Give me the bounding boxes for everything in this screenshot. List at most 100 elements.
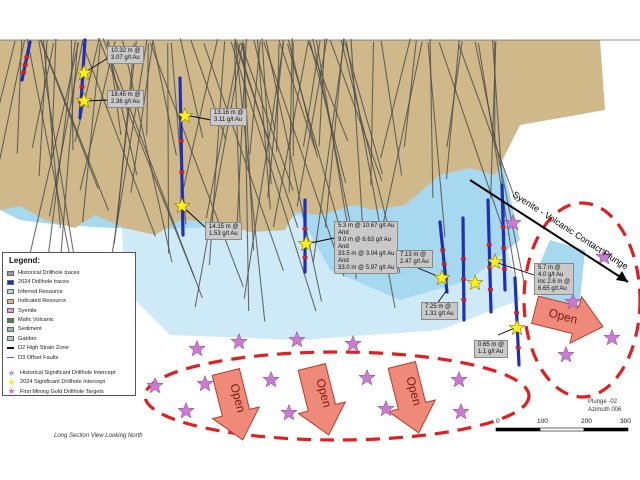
target-star (177, 401, 195, 419)
historical-drill-trace (278, 40, 316, 149)
open-arrow (211, 368, 261, 441)
legend-item-label: Gabbro (18, 335, 37, 342)
intercept-star (75, 92, 93, 109)
historical-drill-trace (82, 43, 101, 223)
legend-item: Indicated Resource (7, 297, 66, 305)
drill-intercept-mark (515, 346, 521, 350)
drill-intercept-mark (514, 311, 520, 315)
scale-bar-segment (539, 427, 585, 432)
target-star (262, 370, 280, 388)
target-star (196, 374, 214, 392)
target-star (188, 339, 206, 357)
drill-intercept-mark (24, 55, 30, 59)
legend-item: ★2024 Significant Drillhole Intercept (7, 376, 104, 387)
open-arrow-shape (531, 295, 604, 345)
scale-bar-segment (495, 427, 541, 432)
target-star (603, 328, 621, 346)
historical-drill-trace (307, 40, 349, 142)
historical-drill-trace (230, 41, 317, 312)
legend-item: Historical Drillhole traces (7, 269, 80, 277)
legend-star-icon: ★ (7, 367, 16, 378)
intercept-star (433, 269, 451, 286)
historical-drill-trace (236, 38, 247, 226)
historical-drill-trace (40, 39, 110, 211)
view-direction-note: Long Section View Looking North (54, 433, 143, 439)
historical-drill-trace (429, 39, 434, 198)
drill-intercept-mark (461, 277, 467, 281)
intercept-star (486, 253, 504, 270)
historical-drill-trace (167, 43, 170, 254)
historical-drill-trace (380, 41, 423, 236)
target-stars (146, 213, 621, 421)
historical-drill-trace (288, 38, 293, 193)
historical-drill-trace (477, 43, 517, 280)
legend-swatch (7, 347, 14, 349)
legend-item: Syenite (7, 307, 37, 315)
legend-swatch (7, 298, 14, 304)
drill-intercept-mark (501, 267, 507, 271)
historical-drill-trace (234, 40, 299, 229)
historical-drill-trace (263, 42, 345, 277)
historical-drill-trace (296, 38, 328, 207)
historical-drill-trace (312, 38, 345, 263)
legend-swatch (7, 326, 14, 332)
historical-drill-trace (344, 43, 383, 175)
target-star (280, 403, 298, 421)
intercept-star (508, 319, 526, 336)
historical-drill-trace (256, 39, 271, 210)
intercept-callout: 7.13 m @ 2.47 g/t Au (396, 250, 433, 268)
drill-trace-2024 (500, 183, 507, 292)
historical-drill-trace (243, 43, 250, 312)
target-star (288, 330, 306, 348)
historical-drill-trace (152, 41, 177, 156)
legend-star-icon: ★ (7, 376, 16, 387)
intercept-callout: 10.32 m @ 3.07 g/t Au (107, 46, 145, 64)
intercept-stars-2024 (75, 64, 526, 336)
target-star (564, 292, 582, 310)
historical-drill-trace (70, 39, 74, 151)
scale-label: 0 (496, 418, 500, 425)
legend-item: Inferred Resource (7, 288, 63, 296)
historical-drill-trace (490, 41, 497, 199)
drill-intercept-mark (487, 265, 493, 269)
target-star (146, 376, 164, 394)
historical-drill-trace (445, 40, 460, 180)
historical-drill-trace (243, 42, 285, 299)
historical-drill-trace (31, 43, 55, 148)
drill-intercept-mark (501, 246, 507, 250)
historical-drill-trace (302, 40, 321, 147)
drill-intercept-mark (21, 70, 27, 74)
drill-intercept-mark (302, 256, 308, 260)
historical-drill-trace (122, 40, 173, 263)
historical-drill-trace (205, 43, 241, 219)
historical-drill-trace (234, 38, 266, 322)
drill-intercept-mark (460, 257, 466, 261)
intercept-callout: 7.25 m @ 1.31 g/t Au (421, 302, 458, 320)
historical-drill-trace (50, 38, 57, 159)
intercept-star (297, 235, 315, 252)
drill-intercept-mark (486, 243, 492, 247)
historical-drill-trace (149, 42, 244, 288)
historical-drill-trace (286, 43, 348, 253)
scale-bar (495, 427, 629, 432)
drill-intercept-mark (441, 262, 447, 266)
legend-item-label: D2 High Strain Zone (18, 345, 69, 352)
target-star (504, 213, 522, 231)
legend-item-label: First Mining Gold Drillhole Targets (20, 388, 104, 395)
historical-drill-trace (81, 42, 157, 237)
target-star (230, 332, 248, 350)
legend-item-label: Syenite (18, 307, 37, 314)
legend-swatch (7, 289, 14, 295)
target-star (358, 368, 376, 386)
drill-intercept-mark (79, 85, 85, 89)
historical-drill-trace (253, 40, 276, 130)
open-arrow-shape (297, 363, 347, 436)
legend-title: Legend: (9, 256, 41, 265)
legend-item-label: Indicated Resource (18, 298, 67, 305)
target-star (452, 402, 470, 420)
historical-drill-trace (474, 41, 526, 285)
open-target-outline (143, 350, 531, 442)
historical-drill-trace (403, 40, 417, 148)
